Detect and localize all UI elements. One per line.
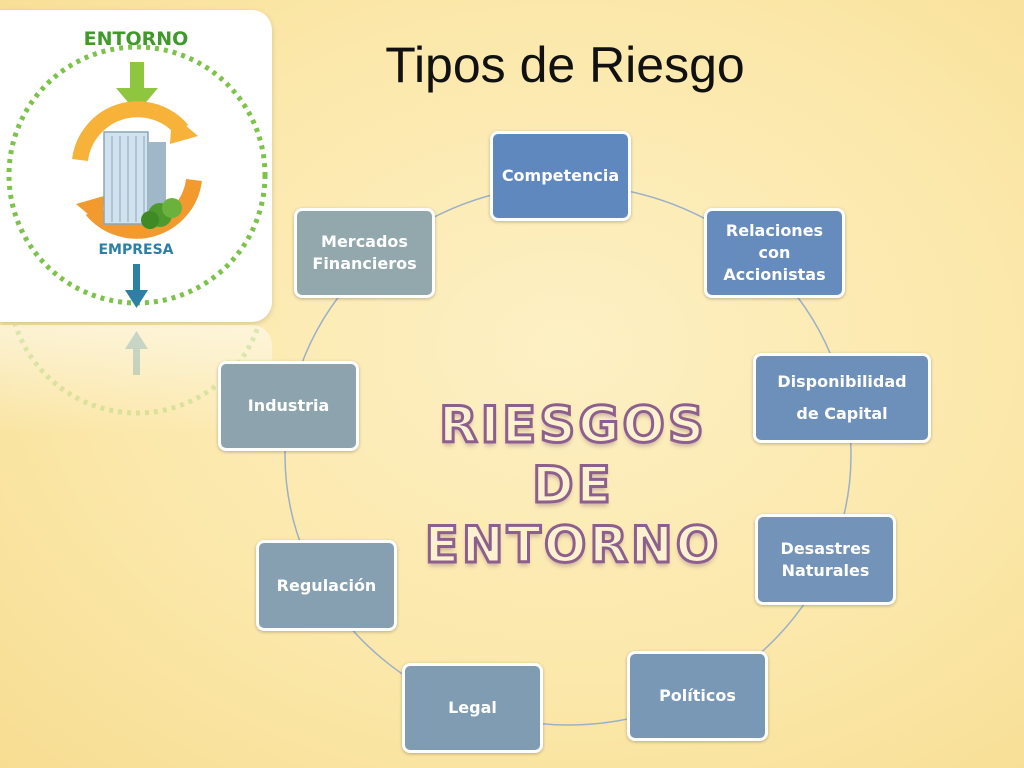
node-competencia: Competencia: [490, 131, 631, 221]
node-relaciones-accionistas: Relaciones con Accionistas: [704, 208, 845, 298]
logo-entorno-label: ENTORNO: [83, 28, 189, 50]
node-label: Industria: [247, 396, 330, 415]
node-regulacion: Regulación: [256, 540, 397, 631]
logo-empresa-label: EMPRESA: [98, 242, 174, 258]
node-label: Regulación: [276, 575, 377, 595]
center-label: RIESGOS DE ENTORNO: [423, 395, 722, 576]
tree-icon: [141, 198, 182, 229]
node-label: Relaciones con Accionistas: [723, 221, 826, 284]
building-icon: [103, 131, 166, 225]
node-label: Desastres Naturales: [780, 538, 871, 580]
node-label: Legal: [448, 698, 497, 717]
logo-graphic: [6, 44, 268, 308]
node-label: Competencia: [501, 166, 620, 185]
node-mercados-financieros: Mercados Financieros: [294, 208, 435, 298]
blue-down-arrow-icon: [125, 264, 148, 308]
node-disponibilidad-capital: Disponibilidad de Capital: [753, 353, 931, 443]
node-politicos: Políticos: [627, 651, 768, 741]
node-label: Mercados Financieros: [312, 232, 417, 273]
slide-title: Tipos de Riesgo: [385, 37, 745, 93]
node-industria: Industria: [218, 361, 359, 451]
node-desastres-naturales: Desastres Naturales: [755, 514, 896, 605]
entorno-empresa-logo: ENTORNO: [0, 10, 272, 322]
node-label: Disponibilidad de Capital: [777, 372, 907, 423]
node-legal: Legal: [402, 663, 543, 753]
node-label: Políticos: [659, 686, 736, 705]
down-arrow-icon: [116, 62, 158, 113]
